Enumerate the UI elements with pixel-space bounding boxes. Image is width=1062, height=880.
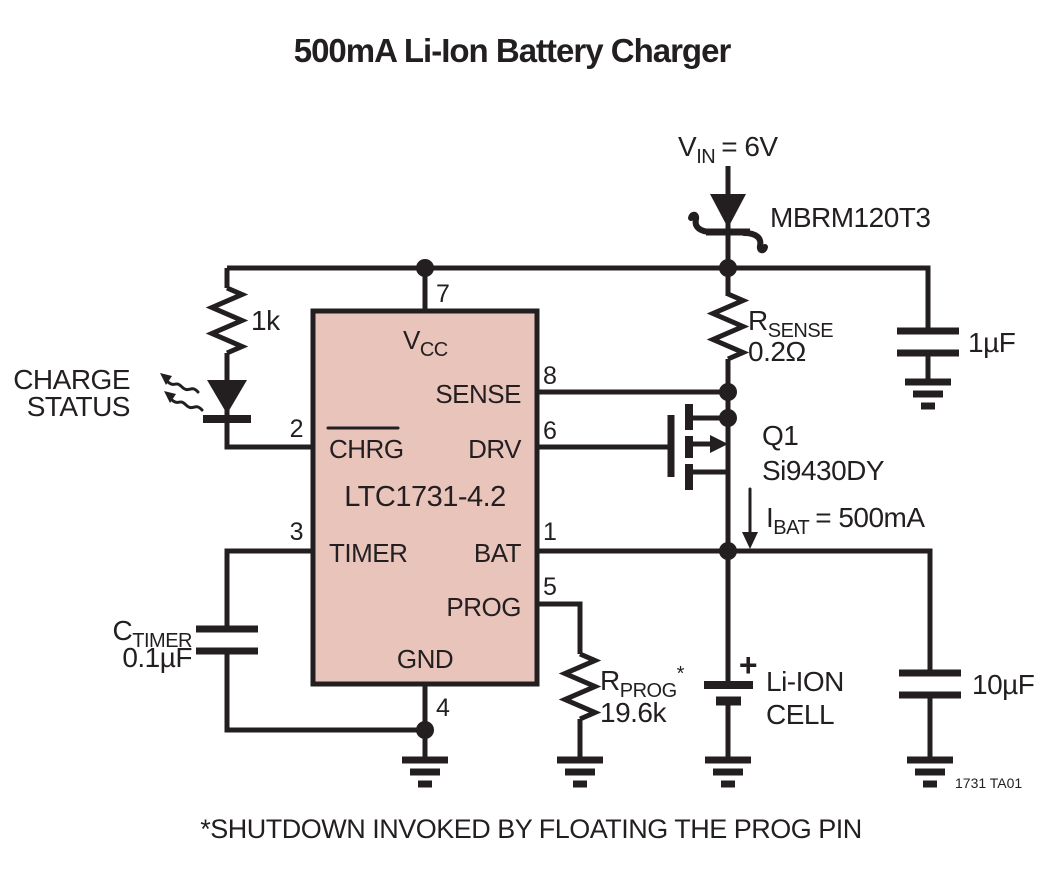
ic-ltc1731: VCC SENSE DRV CHRG LTC1731-4.2 TIMER BAT…: [290, 280, 557, 722]
vin-label: VIN= 6V: [678, 131, 778, 168]
wire-top-rail: [227, 265, 931, 329]
diode-triangle: [710, 194, 746, 228]
figure-id: 1731 TA01: [955, 775, 1022, 791]
r1k-value: 1k: [251, 305, 281, 336]
battery-label-line1: Li-ION: [766, 666, 844, 697]
ground-symbol: [905, 378, 951, 410]
rprog-name: RPROG*: [600, 663, 685, 702]
pin-number-2: 2: [290, 415, 303, 443]
schottky-hook-right: [741, 230, 768, 254]
mosfet-arrow: [710, 435, 728, 453]
input-supply: VIN= 6V: [678, 131, 779, 168]
resistor-rprog: RPROG* 19.6k: [558, 651, 685, 728]
pin-number-8: 8: [543, 362, 556, 390]
ibat-arrow-head: [742, 532, 758, 549]
ic-pin-label-gnd: GND: [397, 644, 453, 674]
ibat-annotation: IBAT= 500mA: [742, 487, 926, 549]
diode-part-label: MBRM120T3: [770, 202, 930, 233]
battery-liion: + Li-ION CELL: [704, 647, 844, 730]
q1-ref-label: Q1: [762, 420, 798, 451]
ctimer-value: 0.1µF: [122, 642, 192, 673]
r1k-zigzag: [205, 285, 249, 356]
led-charge-status: CHARGE STATUS: [13, 364, 251, 423]
battery-plus-sign: +: [739, 647, 757, 683]
ic-part-number: LTC1731-4.2: [344, 481, 506, 513]
led-ray-1-head: [160, 373, 172, 385]
pin-number-3: 3: [290, 518, 303, 546]
pin-number-1: 1: [543, 518, 556, 546]
cout-value: 10µF: [972, 669, 1034, 700]
wire-bat-rail: [537, 548, 933, 673]
junction-dots: [416, 259, 737, 739]
rsense-value: 0.2Ω: [748, 336, 806, 367]
ic-body: [310, 308, 540, 687]
ic-pin-label-timer: TIMER: [329, 538, 407, 568]
cin-value: 1µF: [968, 327, 1015, 358]
rprog-value: 19.6k: [600, 697, 667, 728]
led-label-line1: CHARGE: [13, 364, 130, 395]
ground-symbol: [402, 756, 448, 788]
wire-timer: [224, 548, 313, 629]
rsense-zigzag: [706, 291, 750, 362]
schottky-hook-left: [688, 211, 715, 235]
ic-pin-label-chrg: CHRG: [329, 434, 404, 464]
ground-symbol: [705, 756, 751, 788]
resistor-1k: 1k: [205, 285, 282, 356]
battery-label-line2: CELL: [766, 699, 834, 730]
node-dot: [416, 259, 434, 277]
q1-part-label: Si9430DY: [762, 455, 885, 486]
ic-pin-label-bat: BAT: [474, 538, 522, 568]
schottky-diode: MBRM120T3: [688, 194, 931, 254]
ctimer-name: CTIMER: [113, 615, 193, 652]
capacitor-cout: 10µF: [899, 669, 1035, 700]
mosfet-source-lead: [691, 469, 731, 551]
ground-symbols: [402, 378, 953, 788]
ibat-label: IBAT= 500mA: [766, 502, 925, 539]
pin-number-6: 6: [543, 417, 556, 445]
node-dot: [719, 383, 737, 401]
capacitor-cin: 1µF: [897, 327, 1016, 358]
led-triangle: [207, 380, 247, 414]
ic-pin-label-drv: DRV: [468, 434, 522, 464]
rsense-name: RSENSE: [748, 305, 833, 342]
ic-pin-label-vcc: VCC: [403, 325, 448, 361]
led-ray-2-head: [164, 391, 176, 403]
resistor-rsense: RSENSE 0.2Ω: [706, 291, 834, 367]
footnote: *SHUTDOWN INVOKED BY FLOATING THE PROG P…: [200, 814, 862, 844]
transistor-q1: Q1 Si9430DY: [667, 404, 885, 551]
ic-pin-label-sense: SENSE: [435, 379, 521, 409]
pin-number-4: 4: [436, 694, 450, 722]
pin-number-5: 5: [543, 573, 556, 601]
pin-number-7: 7: [436, 280, 449, 308]
ground-symbol: [557, 756, 603, 788]
led-ray-1: [166, 380, 200, 394]
wire-prog: [537, 601, 583, 654]
led-ray-2: [170, 398, 204, 412]
led-label-line2: STATUS: [27, 391, 130, 422]
capacitor-ctimer: CTIMER 0.1µF: [113, 615, 258, 673]
rprog-zigzag: [558, 651, 602, 722]
node-dot: [719, 259, 737, 277]
node-dot: [416, 721, 434, 739]
wire-ctimer-bottom: [224, 651, 425, 733]
ground-symbol: [907, 756, 953, 788]
ic-pin-label-prog: PROG: [446, 592, 521, 622]
schematic-title: 500mA Li-Ion Battery Charger: [294, 32, 732, 69]
